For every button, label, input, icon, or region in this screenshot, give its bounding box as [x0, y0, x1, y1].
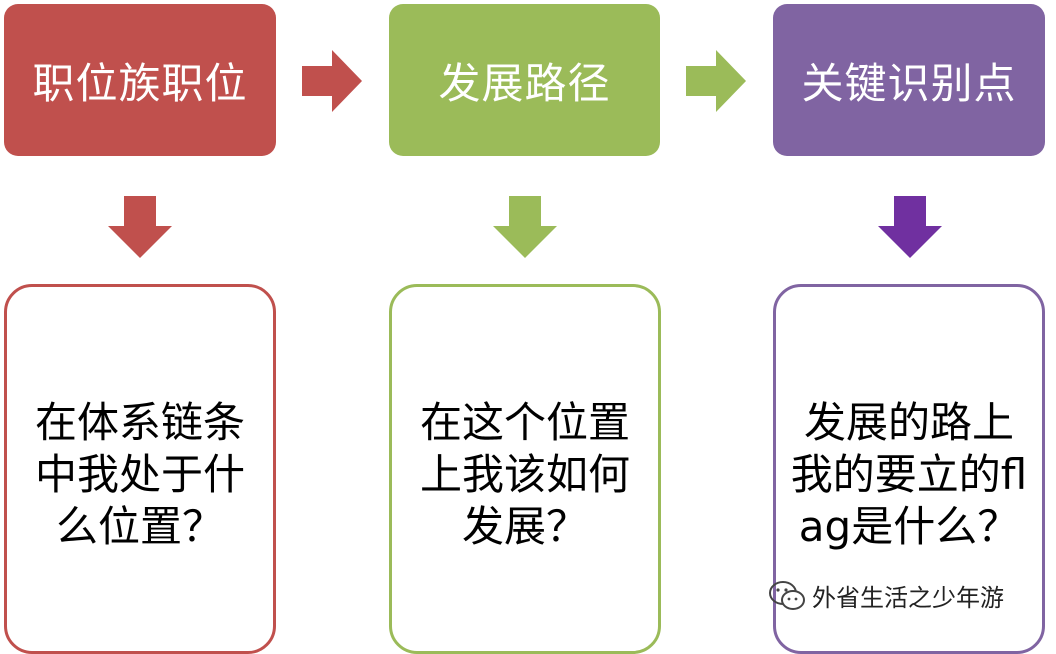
right-arrow-red [302, 50, 362, 112]
detail-box-role: 在体系链条中我处于什么位置？ [4, 284, 276, 654]
detail-box-path: 在这个位置上我该如何发展？ [389, 284, 661, 654]
detail-text-role: 在体系链条中我处于什么位置？ [34, 398, 245, 551]
header-box-role: 职位族职位 [4, 4, 276, 156]
header-box-path: 发展路径 [389, 4, 660, 156]
down-arrow-purple [878, 196, 942, 258]
down-arrow-green [493, 196, 557, 258]
detail-box-keypoints: 发展的路上我的要立的flag是什么？ [773, 284, 1045, 654]
detail-text-path: 在这个位置上我该如何发展？ [419, 398, 630, 551]
watermark-text: 外省生活之少年游 [812, 584, 1004, 612]
header-label-path: 发展路径 [438, 58, 611, 108]
down-arrow-red [108, 196, 172, 258]
wechat-icon [769, 580, 805, 610]
header-box-keypoints: 关键识别点 [773, 4, 1045, 156]
right-arrow-green [686, 50, 746, 112]
header-label-role: 职位族职位 [32, 58, 248, 108]
watermark: 外省生活之少年游 [768, 578, 1004, 613]
header-label-keypoints: 关键识别点 [801, 58, 1017, 108]
detail-text-keypoints: 发展的路上我的要立的flag是什么？ [790, 398, 1028, 551]
